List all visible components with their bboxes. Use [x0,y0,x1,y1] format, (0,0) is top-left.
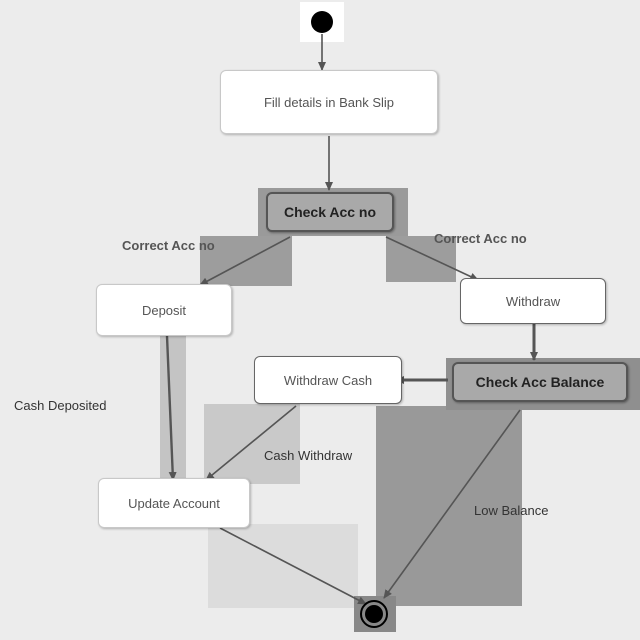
edge-label-cash-withdraw: Cash Withdraw [264,448,353,463]
node-withdraw: Withdraw [460,278,606,324]
node-fill-details: Fill details in Bank Slip [220,70,438,134]
end-node-ring [360,600,388,628]
node-check-acc-no-label: Check Acc no [283,204,377,220]
node-withdraw-label: Withdraw [505,293,561,309]
end-node [365,605,383,623]
edge-update-to-end [219,527,367,605]
edge-label-correct-acc-no-left: Correct Acc no [122,238,215,253]
node-withdraw-cash-label: Withdraw Cash [283,372,373,388]
node-withdraw-cash: Withdraw Cash [254,356,402,404]
edge-deposit-to-update [165,335,177,481]
node-deposit: Deposit [96,284,232,336]
node-check-acc-balance-label: Check Acc Balance [475,374,605,390]
edge-balance-to-end [383,409,521,599]
shade-low-balance [376,406,522,606]
node-check-acc-balance: Check Acc Balance [452,362,628,402]
edge-check-to-withdraw [385,236,479,281]
shade-cash-withdraw [204,404,300,484]
edge-check-to-deposit [199,236,291,286]
shade-right-arrow [386,236,456,282]
node-update-account-label: Update Account [128,495,220,511]
edge-withdraw-cash-to-update [205,405,297,481]
node-fill-details-label: Fill details in Bank Slip [263,94,395,110]
shade-update-area [208,524,358,608]
edge-label-correct-acc-no-right: Correct Acc no [434,231,527,246]
node-deposit-label: Deposit [141,302,187,318]
start-node [311,11,333,33]
node-update-account: Update Account [98,478,250,528]
edge-label-low-balance: Low Balance [474,503,549,518]
edge-label-cash-deposited: Cash Deposited [14,398,107,413]
node-check-acc-no: Check Acc no [266,192,394,232]
